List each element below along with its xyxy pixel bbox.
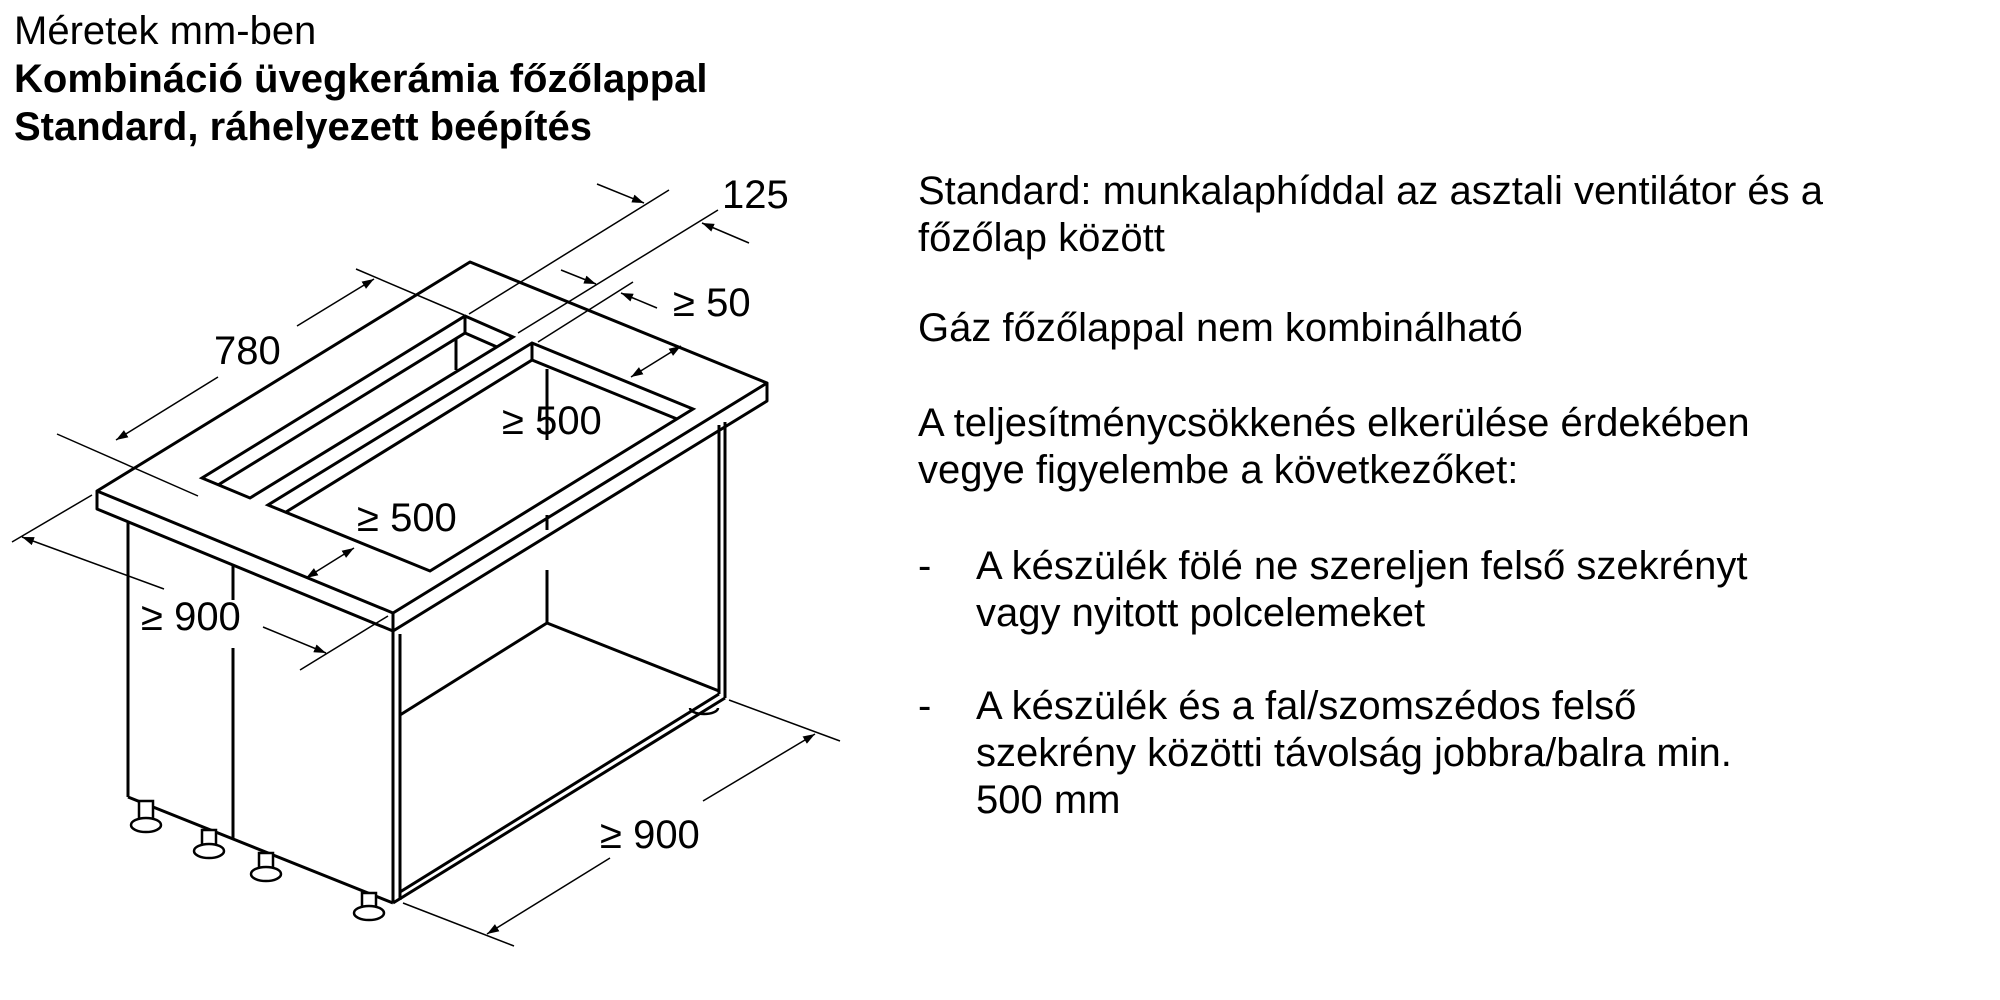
foot: [129, 799, 163, 834]
note-line: A teljesítménycsökkenés elkerülése érdek…: [918, 401, 1750, 445]
bullet-line: 500 mm: [976, 778, 1121, 822]
bullet-marker: -: [918, 544, 932, 588]
bullet-marker: -: [918, 684, 932, 728]
note-gas-hob: Gáz főzőlappal nem kombinálható: [918, 305, 1523, 352]
base-cabinet: [126, 369, 727, 905]
dimensions-unit-heading: Méretek mm-ben: [14, 9, 317, 53]
foot: [249, 851, 283, 883]
bullet-line: vagy nyitott polcelemeket: [976, 591, 1426, 635]
note-standard-bridge: Standard: munkalaphíddal az asztali vent…: [918, 168, 1823, 262]
note-line: vegye figyelembe a következőket:: [918, 448, 1519, 492]
dim-label-min50: ≥ 50: [673, 281, 751, 325]
combination-title: Kombináció üvegkerámia főzőlappal: [14, 57, 708, 101]
foot: [192, 828, 226, 860]
dim-label-min900-bottom: ≥ 900: [600, 813, 700, 857]
dimension-labels: 125 ≥ 50 780 ≥ 500 ≥ 500 ≥ 900 ≥ 900: [141, 173, 789, 857]
dim-label-min900-left: ≥ 900: [141, 595, 241, 639]
foot: [352, 891, 386, 922]
installation-type-title: Standard, ráhelyezett beépítés: [14, 105, 592, 149]
note-performance: A teljesítménycsökkenés elkerülése érdek…: [918, 400, 1750, 494]
note-line: Standard: munkalaphíddal az asztali vent…: [918, 169, 1823, 213]
hob-cutout: [264, 341, 697, 573]
bullet-line: szekrény közötti távolság jobbra/balra m…: [976, 731, 1732, 775]
downdraft-slot-cutout: [198, 314, 517, 500]
worktop: [95, 260, 769, 633]
dim-label-125: 125: [722, 173, 789, 217]
bullet-line: A készülék és a fal/szomszédos felső: [976, 684, 1637, 728]
note-line: főzőlap között: [918, 216, 1165, 260]
installation-diagram: 125 ≥ 50 780 ≥ 500 ≥ 500 ≥ 900 ≥ 900: [11, 173, 841, 947]
dim-label-min500-front: ≥ 500: [357, 496, 457, 540]
cabinet-feet: [129, 707, 720, 922]
dim-label-780: 780: [214, 329, 281, 373]
note-line: Gáz főzőlappal nem kombinálható: [918, 306, 1523, 350]
bullet-line: A készülék fölé ne szereljen felső szekr…: [976, 544, 1748, 588]
dim-label-min500-right: ≥ 500: [502, 399, 602, 443]
dimension-lines: [11, 183, 841, 947]
